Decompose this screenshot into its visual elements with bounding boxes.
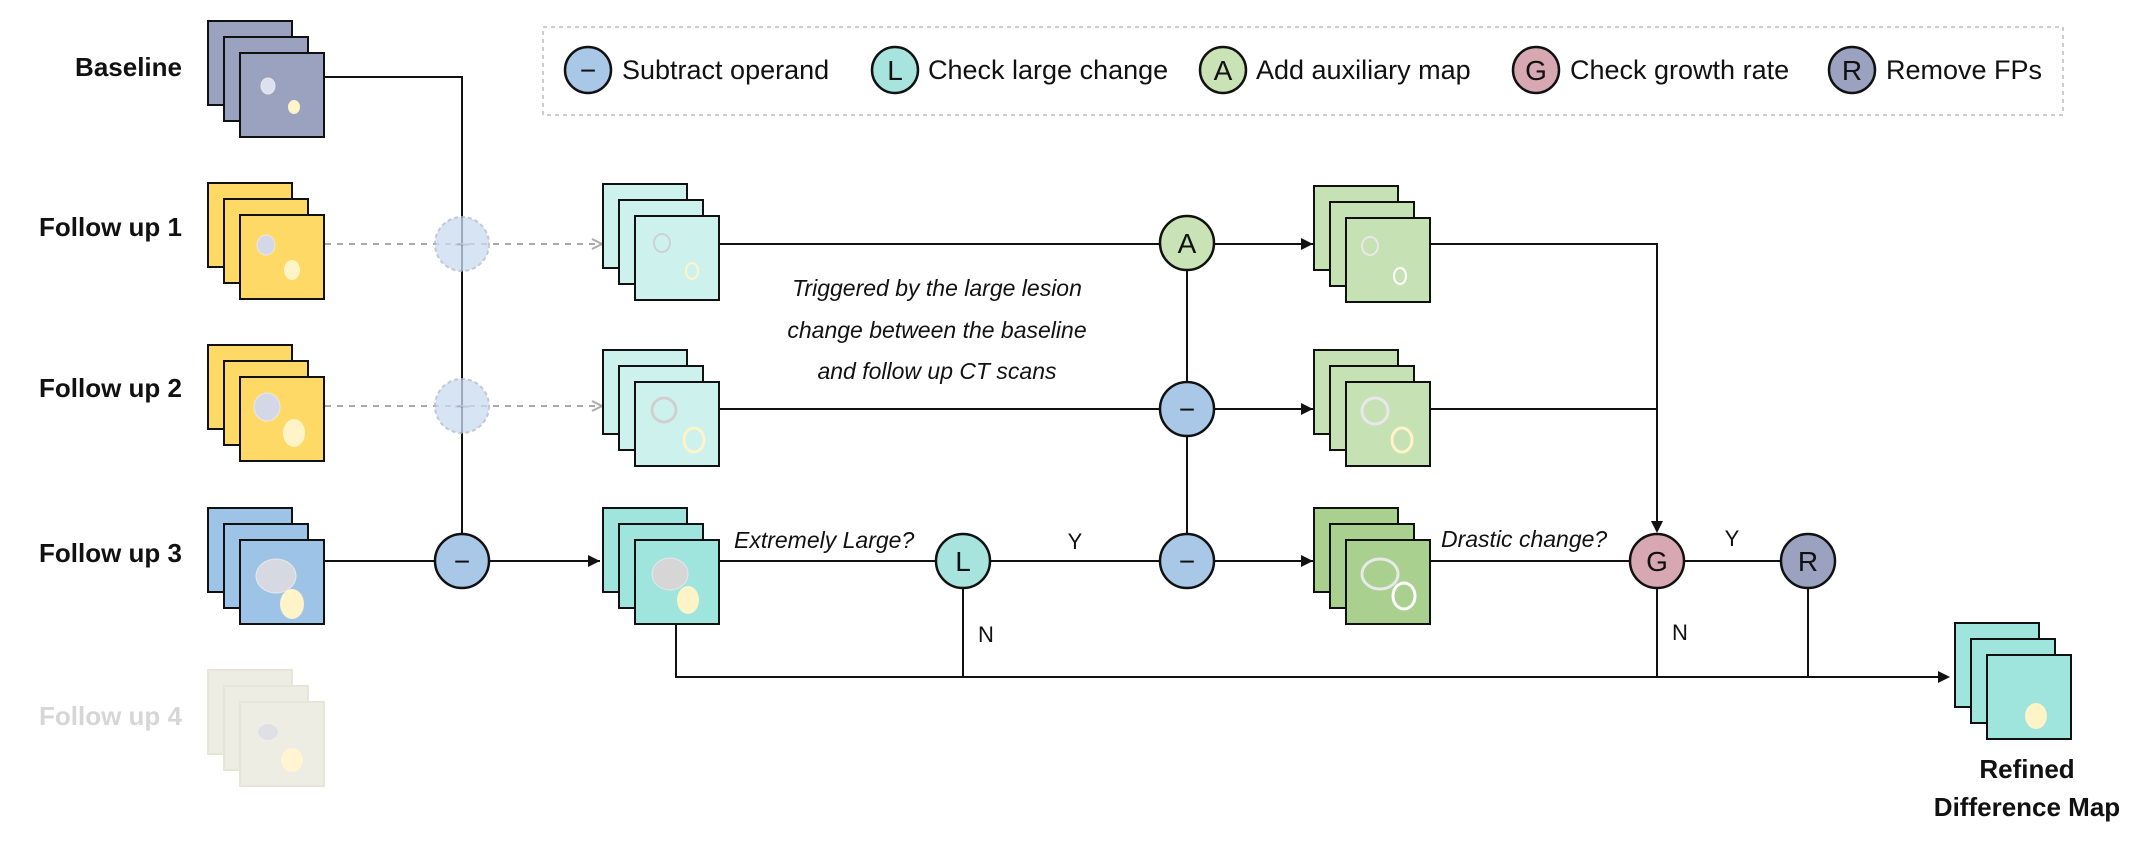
- letter-a-icon: [1198, 45, 1248, 95]
- legend-symbol: −: [580, 55, 596, 86]
- check-growth-rate-node: G: [1628, 532, 1686, 590]
- wire-aux1-growth: [1430, 243, 1658, 530]
- output-label-line1: Refined: [1979, 754, 2074, 784]
- row-label-follow-up-4: Follow up 4: [39, 701, 183, 731]
- row-label-follow-up-1: Follow up 1: [39, 212, 182, 242]
- legend-label: Check large change: [928, 55, 1168, 85]
- arrow-head: [588, 555, 600, 567]
- output-label-line2: Difference Map: [1934, 792, 2120, 822]
- legend-symbol: G: [1525, 55, 1547, 86]
- no-label-large: N: [978, 622, 994, 647]
- arrow-head: [1301, 555, 1313, 567]
- legend-symbol: A: [1214, 55, 1233, 86]
- legend-item-remove-fps: R Remove FPs: [1827, 45, 2042, 95]
- faint-subtract-node-2: −: [434, 378, 490, 434]
- legend-label: Remove FPs: [1886, 55, 2042, 85]
- arrow-head: [1301, 238, 1313, 250]
- legend-label: Check growth rate: [1570, 55, 1789, 85]
- legend-symbol: R: [1842, 55, 1862, 86]
- arrow-head: [591, 400, 603, 412]
- legend: − Subtract operand L Check large change …: [542, 26, 2064, 116]
- trigger-note-line2: change between the baseline: [787, 317, 1086, 343]
- refined-difference-map-stack: [1954, 622, 2072, 740]
- add-auxiliary-node: A: [1158, 214, 1216, 272]
- difference-map-stack-2: [602, 349, 720, 467]
- letter-l-icon: [870, 45, 920, 95]
- row-label-follow-up-3: Follow up 3: [39, 538, 182, 568]
- node-symbol: A: [1178, 228, 1197, 259]
- minus-icon: [563, 45, 613, 95]
- legend-item-large-change: L Check large change: [870, 45, 1168, 95]
- legend-item-auxiliary-map: A Add auxiliary map: [1198, 45, 1471, 95]
- subtract-node-row3: −: [1158, 532, 1216, 590]
- auxiliary-map-stack-2: [1313, 349, 1431, 467]
- auxiliary-map-stack-3: [1313, 507, 1431, 625]
- drastic-change-question: Drastic change?: [1441, 526, 1607, 552]
- wire-baseline: [325, 76, 463, 562]
- arrow-head: [591, 238, 603, 250]
- arrow-head: [1301, 403, 1313, 415]
- check-large-change-node: L: [934, 532, 992, 590]
- node-symbol: G: [1646, 546, 1668, 577]
- legend-label: Subtract operand: [622, 55, 829, 85]
- legend-item-growth-rate: G Check growth rate: [1511, 45, 1789, 95]
- follow-up-1-scan-stack: [207, 182, 325, 300]
- connections: [325, 76, 1950, 683]
- node-symbol: R: [1798, 546, 1818, 577]
- legend-label: Add auxiliary map: [1256, 55, 1471, 85]
- auxiliary-map-stack-1: [1313, 185, 1431, 303]
- trigger-note-line3: and follow up CT scans: [817, 358, 1057, 384]
- wire-bottom-return: [675, 620, 1947, 678]
- remove-fps-node: R: [1779, 532, 1837, 590]
- legend-symbol: L: [887, 55, 903, 86]
- node-symbol: −: [1179, 394, 1195, 425]
- legend-box: [542, 26, 2064, 116]
- baseline-scan-stack: [207, 20, 325, 138]
- letter-r-icon: [1827, 45, 1877, 95]
- follow-up-3-scan-stack: [207, 507, 325, 625]
- faint-subtract-node-1: −: [434, 216, 490, 272]
- node-symbol: −: [1179, 546, 1195, 577]
- arrow-head: [1651, 521, 1663, 533]
- yes-label-growth: Y: [1725, 526, 1740, 551]
- row-label-baseline: Baseline: [75, 52, 182, 82]
- arrow-head: [1938, 671, 1950, 683]
- letter-g-icon: [1511, 45, 1561, 95]
- subtract-node-row2: −: [1158, 380, 1216, 438]
- no-label-growth: N: [1672, 620, 1688, 645]
- node-symbol: −: [454, 391, 470, 422]
- difference-map-stack-1: [602, 183, 720, 301]
- node-symbol: −: [454, 229, 470, 260]
- node-symbol: −: [454, 546, 470, 577]
- follow-up-2-scan-stack: [207, 344, 325, 462]
- subtract-node-row3-input: −: [433, 532, 491, 590]
- node-symbol: L: [955, 546, 971, 577]
- legend-item-subtract: − Subtract operand: [563, 45, 829, 95]
- difference-map-stack-3: [602, 507, 720, 625]
- follow-up-4-scan-stack: [207, 669, 325, 787]
- trigger-note-line1: Triggered by the large lesion: [792, 275, 1082, 301]
- yes-label-large: Y: [1068, 529, 1083, 554]
- row-label-follow-up-2: Follow up 2: [39, 373, 182, 403]
- extremely-large-question: Extremely Large?: [734, 527, 914, 553]
